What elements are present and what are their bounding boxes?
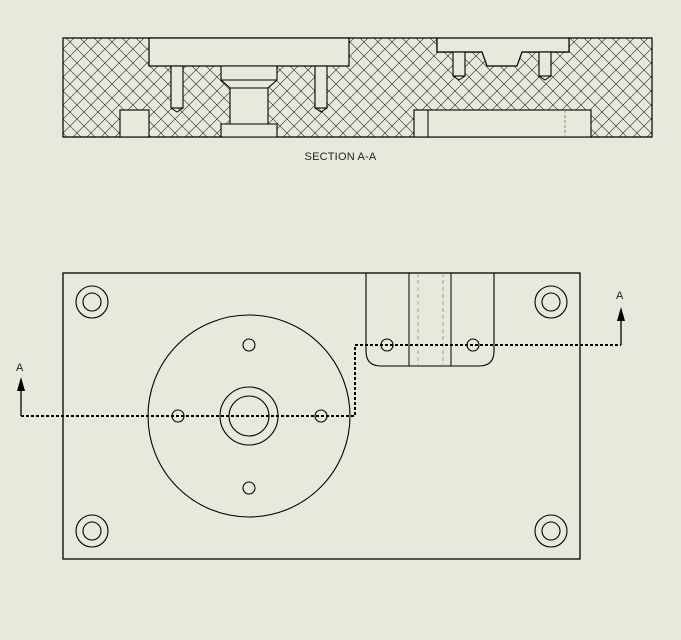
section-hole-3 <box>452 51 466 77</box>
bolt-hole-top <box>242 338 256 352</box>
section-caption: SECTION A-A <box>304 151 377 163</box>
section-hole-2 <box>314 65 328 109</box>
top-view <box>17 272 625 560</box>
section-arrow-left-head <box>17 377 25 391</box>
section-bottom-slot-left <box>119 109 150 138</box>
corner-hole-bottom-left <box>75 514 109 548</box>
section-right-notch <box>436 37 570 67</box>
corner-hole-top-left <box>75 285 109 319</box>
section-line-a-a <box>21 344 621 417</box>
section-top-pocket <box>148 37 350 67</box>
corner-hole-top-right <box>534 285 568 319</box>
section-arrow-right-head <box>617 307 625 321</box>
section-marker-right: A <box>616 290 624 302</box>
bracket-outline <box>365 273 495 367</box>
section-hole-4 <box>538 51 552 77</box>
section-view <box>62 37 653 138</box>
section-marker-left: A <box>16 362 24 374</box>
section-bottom-slot-right <box>413 109 592 138</box>
section-hole-1 <box>170 65 184 109</box>
bolt-hole-bottom <box>242 481 256 495</box>
corner-hole-bottom-right <box>534 514 568 548</box>
